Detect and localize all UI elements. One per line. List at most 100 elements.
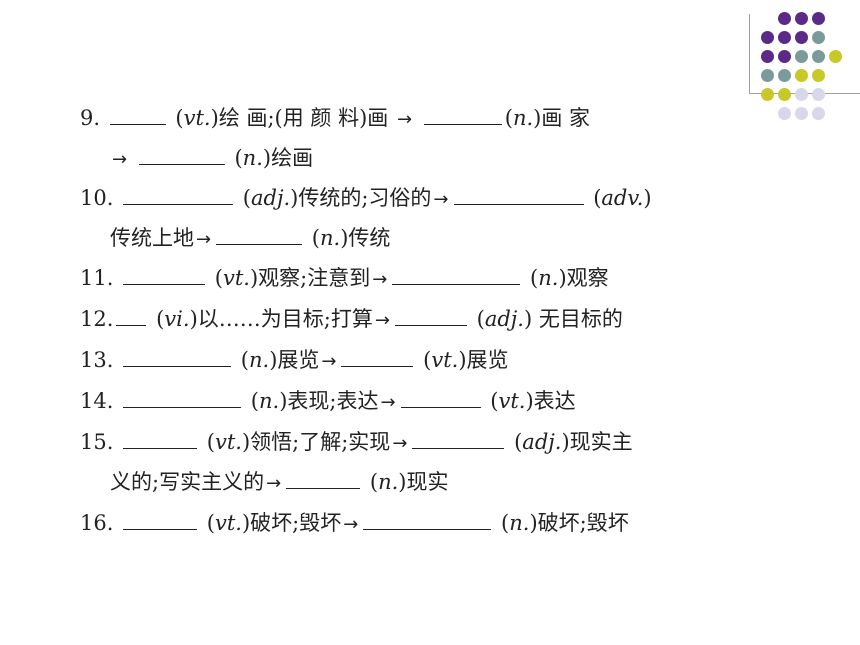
answer-blank[interactable] xyxy=(123,430,198,449)
meaning: )画 家 xyxy=(533,106,591,130)
arrow-right-icon: → xyxy=(380,392,396,413)
answer-blank[interactable] xyxy=(123,266,206,285)
decor-dot xyxy=(812,69,825,82)
decor-dot xyxy=(812,88,825,101)
decor-dot xyxy=(778,12,791,25)
item-14: 14. (n.)表现;表达→ (vt.)表达 xyxy=(80,386,576,418)
part-of-speech: vt. xyxy=(222,266,250,290)
meaning: )传统 xyxy=(340,226,391,250)
item-10: 10. (adj.)传统的;习俗的→ (adv.) xyxy=(80,183,652,215)
decor-dot xyxy=(795,107,808,120)
part-of-speech: n. xyxy=(512,106,534,130)
answer-blank[interactable] xyxy=(138,146,225,165)
answer-blank[interactable] xyxy=(109,106,166,125)
decor-dot xyxy=(795,50,808,63)
paren: ( xyxy=(206,511,215,535)
meaning: )现实主 xyxy=(561,430,633,454)
part-of-speech: n. xyxy=(538,266,559,290)
meaning: )表现;表达 xyxy=(279,389,379,413)
item-number: 16. xyxy=(80,511,114,535)
paren: ( xyxy=(530,266,539,290)
meaning: )传统的;习俗的 xyxy=(290,186,432,210)
item-9: 9. (vt.)绘 画;(用 颜 料)画 → (n.)画 家 xyxy=(80,103,590,135)
decor-dot xyxy=(829,50,842,63)
item-15: 15. (vt.)领悟;了解;实现→ (adj.)现实主 xyxy=(80,427,633,459)
answer-blank[interactable] xyxy=(453,186,584,205)
decor-dot xyxy=(812,31,825,44)
answer-blank[interactable] xyxy=(123,511,198,530)
answer-blank[interactable] xyxy=(392,266,521,285)
part-of-speech: adj. xyxy=(522,430,562,454)
decor-dot xyxy=(795,88,808,101)
paren: ( xyxy=(214,266,223,290)
decor-dot xyxy=(761,50,774,63)
item-number: 10. xyxy=(80,186,114,210)
decor-dot xyxy=(795,69,808,82)
answer-blank[interactable] xyxy=(400,389,481,408)
decor-dot-grid xyxy=(761,12,860,137)
part-of-speech: adv. xyxy=(601,186,644,210)
answer-blank[interactable] xyxy=(363,511,492,530)
part-of-speech: adj. xyxy=(484,307,524,331)
answer-blank[interactable] xyxy=(123,186,234,205)
answer-blank[interactable] xyxy=(216,226,303,245)
answer-blank[interactable] xyxy=(123,348,232,367)
paren: ( xyxy=(234,146,243,170)
meaning: )展览 xyxy=(458,348,509,372)
decor-dot xyxy=(761,88,774,101)
meaning: ) 无目标的 xyxy=(523,307,623,331)
item-number: 11. xyxy=(80,266,114,290)
decor-dot xyxy=(795,12,808,25)
paren: ( xyxy=(175,106,184,130)
meaning: ) xyxy=(643,186,652,210)
paren: ( xyxy=(593,186,602,210)
paren: ( xyxy=(514,430,523,454)
decor-dot xyxy=(795,31,808,44)
meaning: )现实 xyxy=(398,470,449,494)
part-of-speech: vt. xyxy=(214,430,242,454)
decor-vertical-line xyxy=(749,14,750,94)
part-of-speech: vi. xyxy=(164,307,190,331)
meaning: )绘画 xyxy=(262,146,314,170)
arrow-right-icon: → xyxy=(321,351,337,372)
arrow-right-icon: → xyxy=(112,149,128,170)
part-of-speech: adj. xyxy=(250,186,291,210)
arrow-right-icon: → xyxy=(372,269,388,290)
item-number: 15. xyxy=(80,430,114,454)
answer-blank[interactable] xyxy=(423,106,502,125)
part-of-speech: n. xyxy=(248,348,270,372)
decor-dot xyxy=(778,88,791,101)
part-of-speech: n. xyxy=(258,389,280,413)
decor-dot xyxy=(812,50,825,63)
item-number: 12. xyxy=(80,307,114,331)
item-number: 13. xyxy=(80,348,114,372)
answer-blank[interactable] xyxy=(116,307,147,326)
paren: ( xyxy=(250,389,259,413)
meaning: 传统上地 xyxy=(110,226,194,250)
meaning: )领悟;了解;实现 xyxy=(241,430,391,454)
meaning: )观察;注意到 xyxy=(249,266,371,290)
paren: ( xyxy=(490,389,499,413)
paren: ( xyxy=(369,470,379,494)
paren: ( xyxy=(156,307,165,331)
item-13: 13. (n.)展览→ (vt.)展览 xyxy=(80,345,509,377)
meaning: 义的;写实主义的 xyxy=(110,470,265,494)
arrow-right-icon: → xyxy=(343,514,359,535)
meaning: )表达 xyxy=(525,389,576,413)
part-of-speech: vt. xyxy=(214,511,242,535)
answer-blank[interactable] xyxy=(412,430,505,449)
decor-dot xyxy=(761,31,774,44)
answer-blank[interactable] xyxy=(341,348,414,367)
answer-blank[interactable] xyxy=(286,470,361,489)
paren: ( xyxy=(240,348,249,372)
meaning: )破坏;毁坏 xyxy=(529,511,629,535)
paren: ( xyxy=(242,186,251,210)
part-of-speech: n. xyxy=(378,470,399,494)
item-number: 9. xyxy=(80,106,101,130)
arrow-right-icon: → xyxy=(196,229,212,250)
decor-dot xyxy=(778,69,791,82)
answer-blank[interactable] xyxy=(394,307,467,326)
part-of-speech: vt. xyxy=(431,348,459,372)
item-12: 12. (vi.)以……为目标;打算→ (adj.) 无目标的 xyxy=(80,304,623,336)
answer-blank[interactable] xyxy=(123,389,242,408)
